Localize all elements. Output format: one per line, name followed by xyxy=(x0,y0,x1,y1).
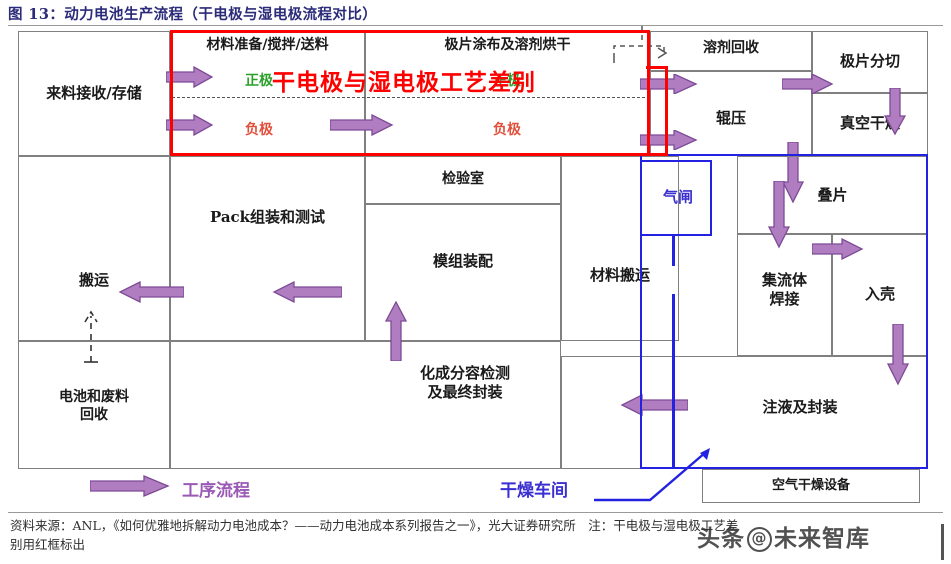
dry-room-pointer xyxy=(594,448,710,502)
block-inspection-room-label: 检验室 xyxy=(442,171,484,187)
title-divider xyxy=(8,25,943,26)
flow-diagram-canvas: 来料接收/存储 材料准备/搅拌/送料 极片涂布及溶剂烘干 溶剂回收 辊压 极片分… xyxy=(0,26,951,506)
block-current-collector-welding-label: 集流体 焊接 xyxy=(761,271,807,308)
arrow-pack-to-handling xyxy=(118,281,184,303)
block-material-transfer-label: 材料搬运 xyxy=(589,266,650,284)
block-filling-sealing-label: 注液及封装 xyxy=(762,398,838,416)
footer-line-1: 资料来源：ANL，《如何优雅地拆解动力电池成本？——动力电池成本系列报告之一》，… xyxy=(10,518,739,533)
cathode-anode-divider xyxy=(172,97,650,98)
block-formation-grading-label: 化成分容检测 及最终封装 xyxy=(419,364,510,401)
material-transfer-spine xyxy=(672,294,675,469)
block-slitting-label: 极片分切 xyxy=(839,52,900,70)
arrow-slitting-to-vacuum-drying xyxy=(884,88,906,136)
block-vacuum-drying-label: 真空干燥 xyxy=(839,114,900,132)
watermark-at-icon: @ xyxy=(747,527,772,552)
page-title: 图 13：动力电池生产流程（干电极与湿电极流程对比） xyxy=(8,6,378,23)
block-stacking-label: 叠片 xyxy=(817,186,848,204)
label-anode-right: 负极 xyxy=(493,122,521,138)
arrow-stacking-to-welding xyxy=(767,181,791,249)
legend-process-arrow xyxy=(90,475,170,497)
block-inspection-room xyxy=(365,156,561,204)
label-cathode-right: 正极 xyxy=(493,73,521,89)
arrow-welding-to-case xyxy=(812,238,864,260)
dry-room-highlight xyxy=(640,154,928,469)
dry-wet-electrode-note: 干电极与湿电极工艺差别 xyxy=(272,69,536,96)
dashed-recovery-arrow xyxy=(613,45,668,66)
block-pack-assembly-label: Pack组装和测试 xyxy=(209,208,326,226)
arrow-vacuum-drying-to-dryroom xyxy=(782,142,804,204)
watermark-right: 未来智库 xyxy=(774,526,870,552)
legend-dry-room-label: 干燥车间 xyxy=(500,481,568,501)
dry-wet-electrode-highlight xyxy=(170,30,650,156)
dry-wet-electrode-highlight-ext xyxy=(646,66,668,156)
block-solvent-recovery-label: 溶剂回收 xyxy=(703,40,759,56)
figure-title-bar: 图 13：动力电池生产流程（干电极与湿电极流程对比） xyxy=(8,3,943,25)
block-material-transfer xyxy=(561,156,679,341)
block-module-assembly-label: 模组装配 xyxy=(432,252,493,270)
airlock-highlight xyxy=(640,160,712,236)
block-module-assembly xyxy=(365,204,561,341)
arrow-case-to-filling xyxy=(886,324,910,386)
block-formation-grading xyxy=(170,341,561,469)
arrow-coating-to-calendering-anode xyxy=(640,130,698,150)
block-handling-label: 搬运 xyxy=(78,271,109,289)
airlock-stem xyxy=(672,234,675,266)
label-cathode-left: 正极 xyxy=(245,73,273,89)
block-air-drying-equipment xyxy=(702,469,920,503)
block-slitting xyxy=(812,31,928,93)
dashed-recovery-stem xyxy=(641,26,643,41)
block-solvent-recovery xyxy=(650,31,812,71)
arrow-filling-to-formation xyxy=(620,394,688,416)
block-coating-drying-label: 极片涂布及溶剂烘干 xyxy=(444,37,571,53)
block-incoming-label: 来料接收/存储 xyxy=(46,84,142,102)
block-handling xyxy=(18,156,170,341)
block-case-insertion-label: 入壳 xyxy=(864,285,895,303)
dashed-recycle-arrow xyxy=(84,310,98,363)
arrow-coating-to-calendering-cathode xyxy=(640,74,698,94)
legend-process-flow-label: 工序流程 xyxy=(182,481,250,501)
watermark-edge-bar xyxy=(941,524,944,560)
arrow-prep-to-coating-anode xyxy=(330,114,394,136)
block-airlock-label: 气闸 xyxy=(662,188,693,206)
arrow-module-to-pack xyxy=(272,281,342,303)
block-air-drying-equipment-label: 空气干燥设备 xyxy=(771,478,850,493)
cathode-anode-divider-right xyxy=(602,97,650,98)
block-pack-assembly xyxy=(170,156,365,341)
label-anode-left: 负极 xyxy=(245,122,273,138)
footer-divider xyxy=(8,512,943,513)
block-material-prep-label: 材料准备/搅拌/送料 xyxy=(206,37,329,53)
arrow-calendering-to-slitting xyxy=(782,74,834,94)
footer-line-2: 别用红框标出 xyxy=(10,537,86,553)
block-battery-scrap-recycle xyxy=(18,341,170,469)
block-battery-scrap-recycle-label: 电池和废料 回收 xyxy=(59,389,129,423)
watermark: 头条@未来智库 xyxy=(697,519,870,553)
arrow-formation-to-module xyxy=(384,301,408,361)
block-incoming xyxy=(18,31,170,156)
footer-source: 资料来源：ANL，《如何优雅地拆解动力电池成本？——动力电池成本系列报告之一》，… xyxy=(10,516,940,555)
watermark-left: 头条 xyxy=(697,526,745,552)
block-calendering-label: 辊压 xyxy=(715,109,746,127)
